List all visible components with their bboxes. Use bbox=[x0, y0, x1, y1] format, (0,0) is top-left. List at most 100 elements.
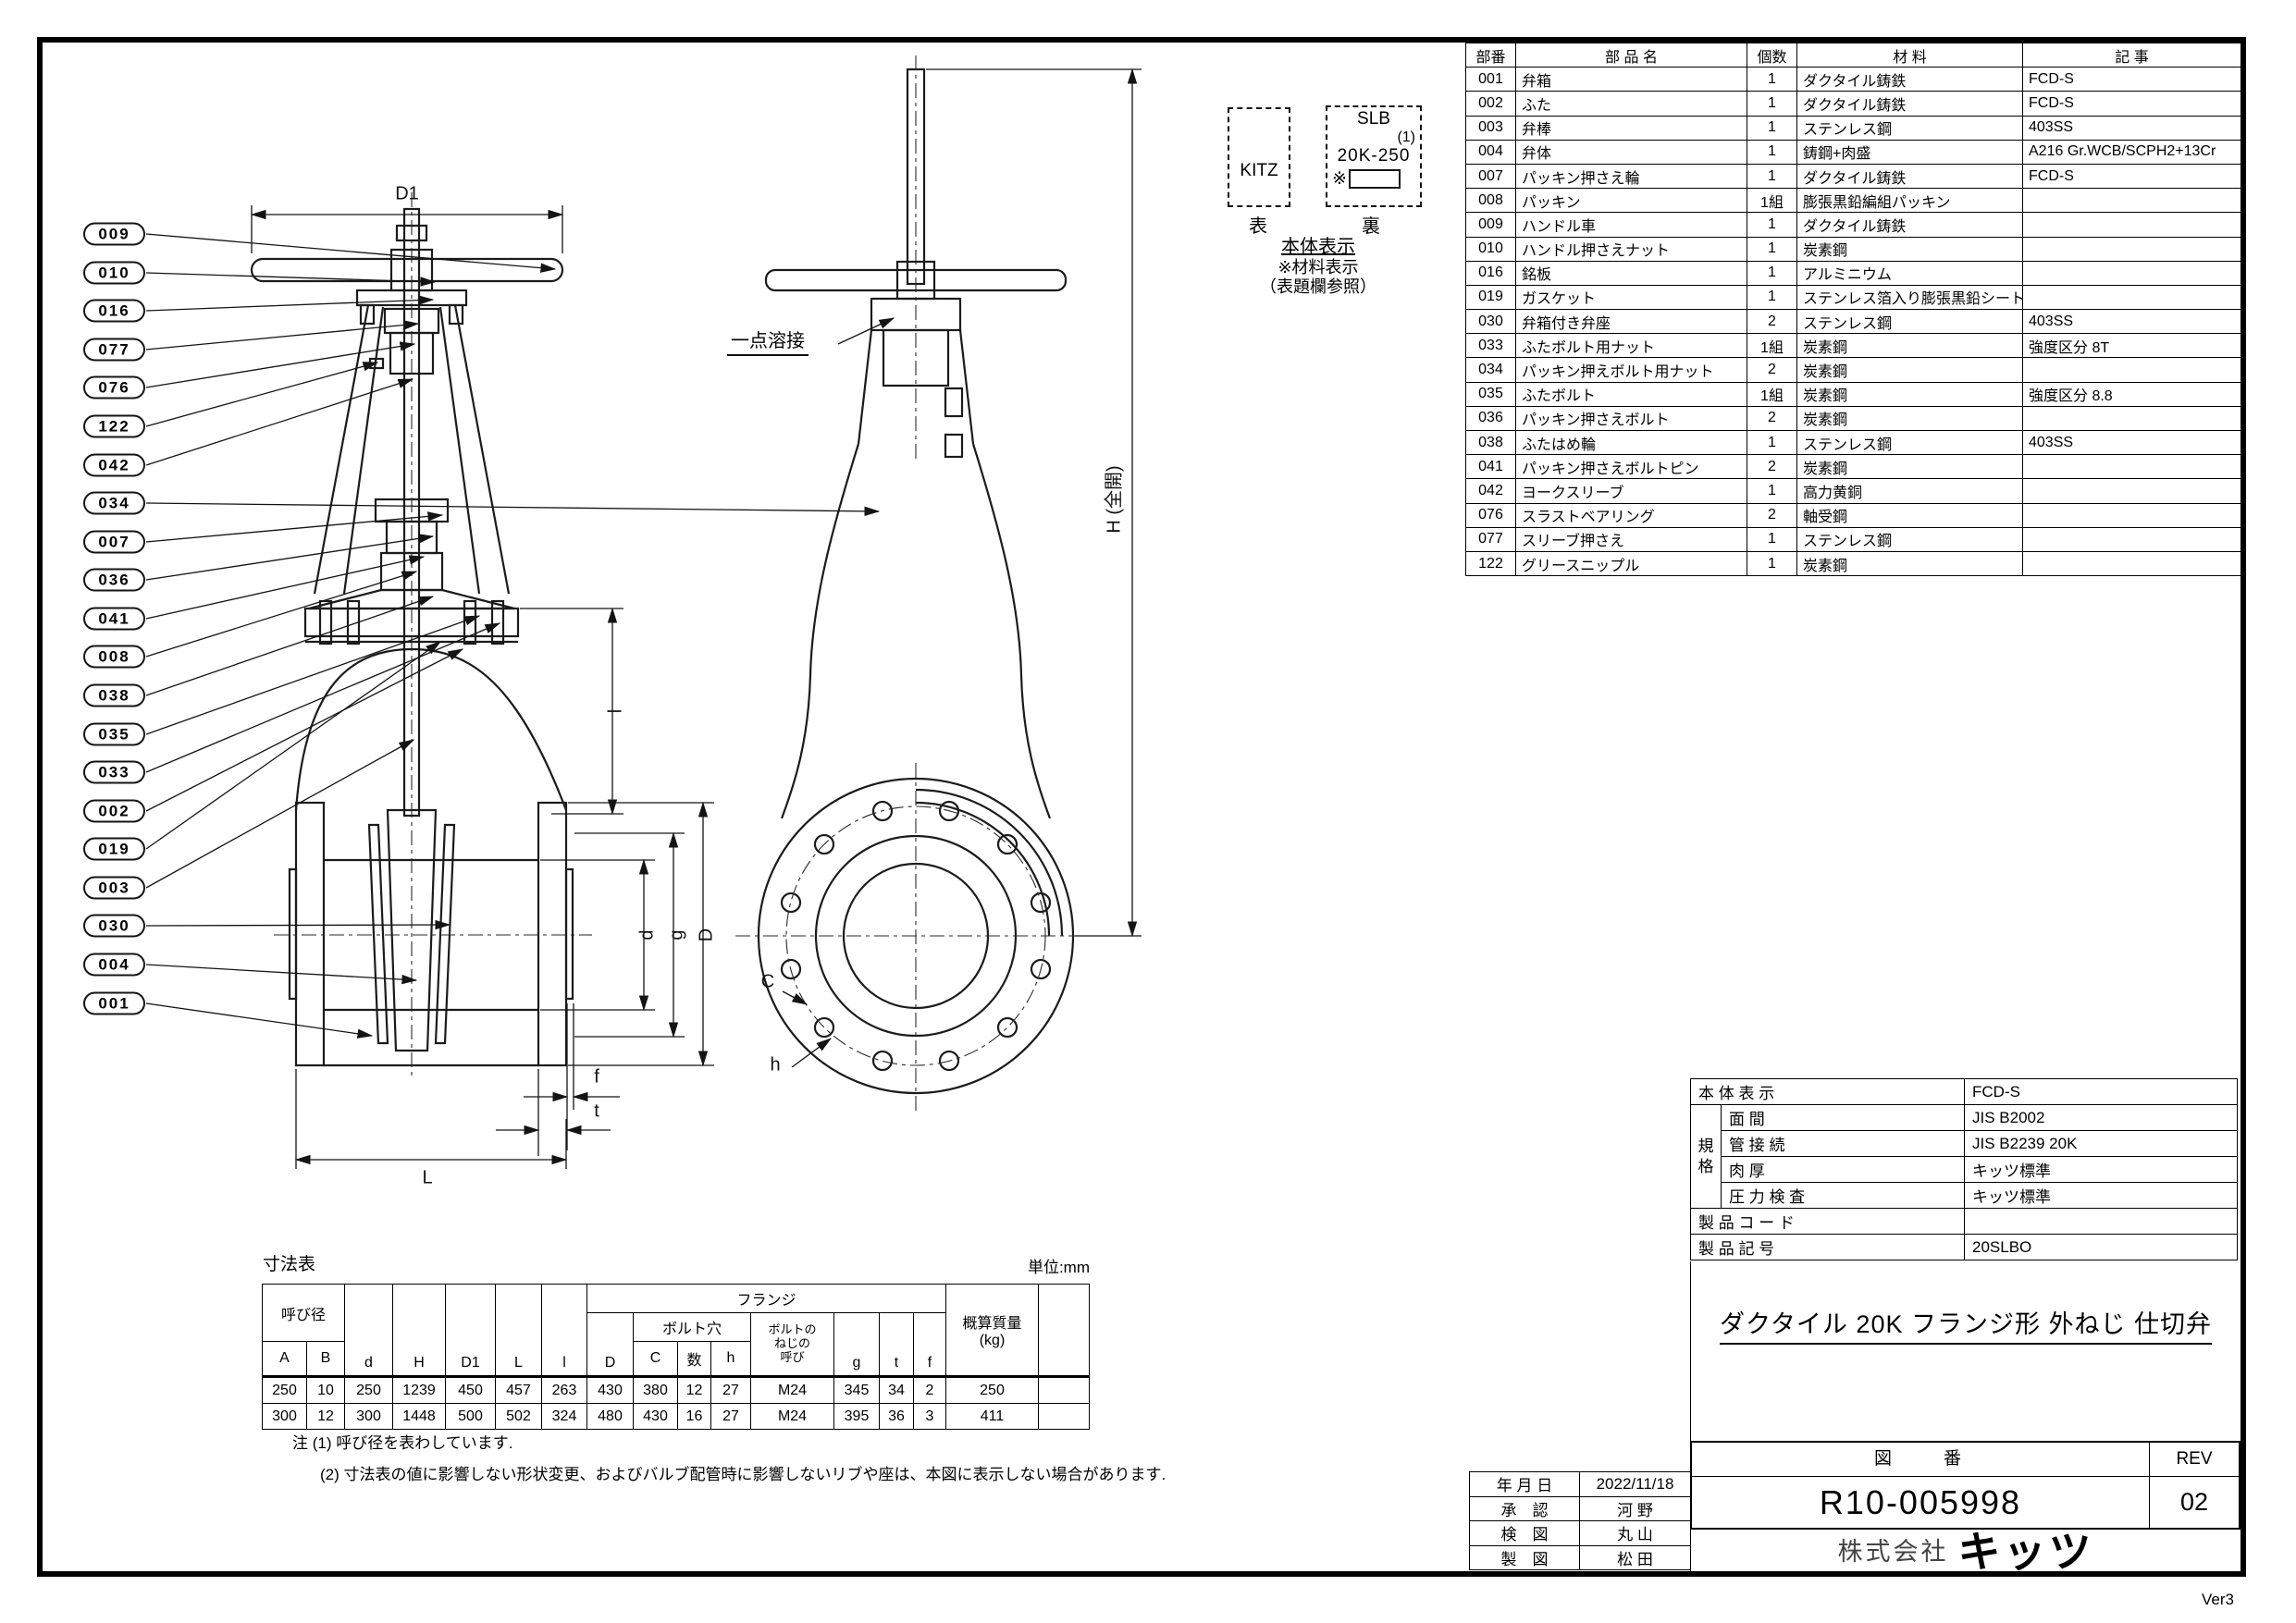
balloon-036: 036 bbox=[83, 568, 145, 592]
spec-face-to-face-label: 面 間 bbox=[1721, 1104, 1965, 1131]
dim-label-h: h bbox=[770, 1054, 781, 1076]
page-title: ダクタイル 20K フランジ形 外ねじ 仕切弁 bbox=[1720, 1304, 2212, 1345]
drawing-number-block: 図 番 REV R10-005998 02 bbox=[1690, 1441, 2240, 1530]
balloon-077: 077 bbox=[83, 338, 145, 362]
drawing-frame bbox=[37, 37, 2246, 1577]
body-marking-front-box: KITZ bbox=[1228, 107, 1290, 207]
side-dimensions bbox=[782, 68, 1142, 1068]
body-marking-note: 本体表示 ※材料表示 （表題欄参照） bbox=[1235, 231, 1401, 296]
dim-label-d1: D1 bbox=[395, 183, 419, 204]
balloon-076: 076 bbox=[83, 375, 145, 400]
spec-pressure-test-label: 圧 力 検 査 bbox=[1721, 1182, 1965, 1209]
spec-product-code-value bbox=[1964, 1208, 2238, 1235]
front-dimensions bbox=[250, 205, 714, 1169]
header-D1: D1 bbox=[445, 1284, 496, 1378]
header-t: t bbox=[879, 1312, 914, 1378]
spec-table: 本 体 表 示 FCD-S 規 格 面 間 JIS B2002 管 接 続 JI… bbox=[1690, 1078, 2238, 1260]
marking-line2: （表題欄参照） bbox=[1260, 277, 1376, 296]
spec-wall-thickness-value: キッツ標準 bbox=[1964, 1156, 2238, 1183]
dimension-table: 呼び径 d H D1 L l フランジ 概算質量(kg) D ボルト穴 ボルトの… bbox=[262, 1284, 1090, 1430]
balloon-003: 003 bbox=[83, 876, 145, 900]
header-l: l bbox=[541, 1284, 587, 1378]
header-C: C bbox=[633, 1341, 678, 1378]
side-centerlines bbox=[735, 55, 1096, 1114]
balloon-002: 002 bbox=[83, 799, 145, 823]
header-f: f bbox=[913, 1312, 946, 1378]
spec-pipe-connection-label: 管 接 続 bbox=[1721, 1130, 1965, 1157]
drawing-number-label: 図 番 bbox=[1692, 1443, 2150, 1476]
header-nominal: 呼び径 bbox=[262, 1284, 345, 1342]
balloon-034: 034 bbox=[83, 491, 145, 515]
back-side-caption: 裏 bbox=[1362, 216, 1380, 237]
spec-product-symbol-value: 20SLBO bbox=[1964, 1234, 2238, 1260]
spec-pressure-test-value: キッツ標準 bbox=[1964, 1182, 2238, 1209]
slb-note: (1) bbox=[1397, 129, 1415, 145]
header-L: L bbox=[495, 1284, 542, 1378]
balloon-030: 030 bbox=[83, 914, 145, 938]
rev-value: 02 bbox=[2179, 1488, 2209, 1516]
approval-date-value: 2022/11/18 bbox=[1579, 1471, 1691, 1497]
dim-label-C: C bbox=[760, 971, 775, 992]
spec-pipe-connection-value: JIS B2239 20K bbox=[1964, 1130, 2238, 1157]
col-material: 材 料 bbox=[1796, 42, 2023, 68]
balloon-009: 009 bbox=[83, 222, 145, 246]
spec-body-marking-value: FCD-S bbox=[1964, 1078, 2238, 1105]
balloon-001: 001 bbox=[83, 991, 145, 1015]
approval-date-label: 年 月 日 bbox=[1469, 1471, 1580, 1497]
dim-note-2: (2) 寸法表の値に影響しない形状変更、およびバルブ配管時に影響しないリブや座は… bbox=[320, 1466, 1167, 1483]
spec-product-symbol-label: 製 品 記 号 bbox=[1690, 1234, 1965, 1260]
spec-wall-thickness-label: 肉 厚 bbox=[1721, 1156, 1965, 1183]
parts-header-row: 部番 部 品 名 個数 材 料 記 事 bbox=[1465, 42, 2241, 68]
header-d: d bbox=[344, 1284, 393, 1378]
header-spare bbox=[1038, 1284, 1090, 1378]
marking-title: 本体表示 bbox=[1281, 237, 1355, 257]
front-centerlines bbox=[274, 192, 592, 1080]
spec-face-to-face-value: JIS B2002 bbox=[1964, 1104, 2238, 1131]
balloon-007: 007 bbox=[83, 530, 145, 554]
col-part-name: 部 品 名 bbox=[1515, 42, 1747, 68]
spec-body-marking-label: 本 体 表 示 bbox=[1690, 1078, 1965, 1105]
balloon-038: 038 bbox=[83, 683, 145, 707]
dim-label-l: l bbox=[605, 708, 626, 714]
header-mass: 概算質量(kg) bbox=[945, 1284, 1039, 1378]
kitz-mark: KITZ bbox=[1240, 161, 1278, 180]
header-D: D bbox=[586, 1312, 634, 1378]
header-H: H bbox=[392, 1284, 446, 1378]
dim-label-t: t bbox=[594, 1100, 599, 1122]
reference-mark: ※ bbox=[1332, 169, 1347, 189]
balloon-035: 035 bbox=[83, 722, 145, 746]
dim-label-d: d bbox=[636, 929, 658, 941]
header-A: A bbox=[262, 1341, 307, 1378]
spot-weld-label: 一点溶接 bbox=[727, 326, 809, 356]
balloon-019: 019 bbox=[83, 837, 145, 861]
header-count: 数 bbox=[677, 1341, 711, 1378]
balloon-004: 004 bbox=[83, 953, 145, 977]
balloon-016: 016 bbox=[83, 299, 145, 323]
balloon-leaders bbox=[145, 233, 881, 1039]
dim-table-unit: 単位:mm bbox=[1027, 1259, 1090, 1276]
col-remarks: 記 事 bbox=[2022, 42, 2241, 68]
marking-line1: ※材料表示 bbox=[1278, 258, 1359, 277]
balloon-041: 041 bbox=[83, 607, 145, 631]
dim-label-f: f bbox=[594, 1066, 599, 1088]
version-tag: Ver3 bbox=[2202, 1591, 2234, 1608]
